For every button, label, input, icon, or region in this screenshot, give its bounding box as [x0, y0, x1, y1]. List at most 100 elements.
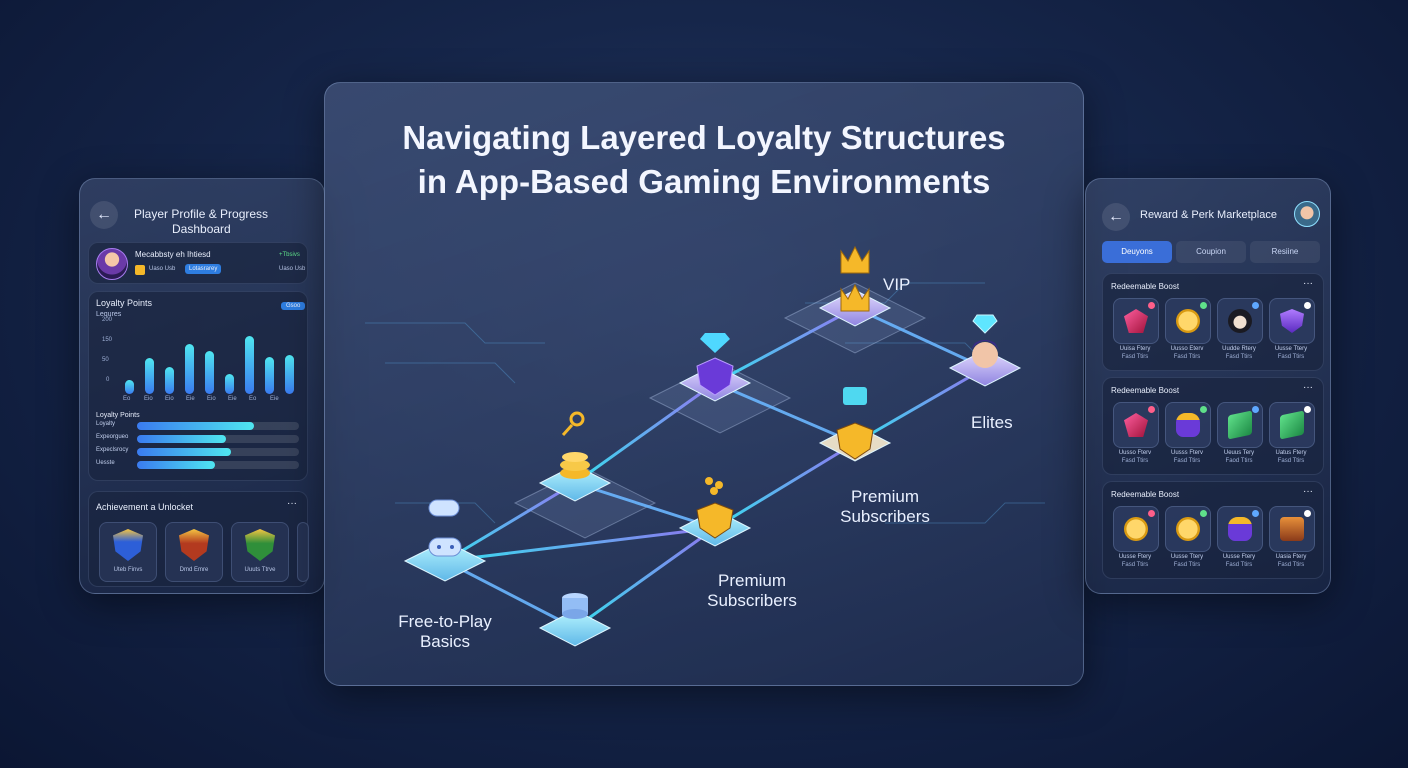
achievement-badge[interactable]: Uteb Finvs — [99, 522, 157, 582]
reward-item[interactable] — [1217, 402, 1263, 448]
elite-avatar-icon — [970, 340, 1000, 368]
achievement-badge[interactable]: Uuuts Ttrve — [231, 522, 289, 582]
reward-item-label: Ueuus Tery — [1223, 450, 1255, 456]
achievement-badge[interactable]: Dmd Emre — [165, 522, 223, 582]
coin-icon — [1176, 309, 1200, 333]
status-dot — [1252, 510, 1259, 517]
reward-item[interactable] — [1113, 402, 1159, 448]
x-tick: Eie — [186, 396, 195, 402]
reward-item-label: Uusss Fterv — [1170, 450, 1203, 456]
back-button[interactable]: ← — [1102, 203, 1130, 231]
tier-label-premium-upper-line2: Subscribers — [840, 507, 930, 526]
more-menu-icon[interactable]: ··· — [1303, 278, 1313, 289]
tier-label-premium-lower-line2: Subscribers — [707, 591, 797, 610]
reward-item[interactable] — [1165, 402, 1211, 448]
profile-sub: Uaso Usb — [149, 266, 176, 272]
status-dot — [1304, 510, 1311, 517]
reward-item-sublabel: Fasd Ttirs — [1277, 354, 1305, 360]
status-dot — [1148, 406, 1155, 413]
coin-stack-icon — [560, 452, 590, 479]
y-tick: 150 — [102, 337, 113, 343]
status-dot — [1148, 510, 1155, 517]
reward-item[interactable] — [1113, 298, 1159, 344]
tier-label-free: Free-to-Play — [398, 612, 492, 631]
tab-resiine[interactable]: Resiine — [1250, 241, 1320, 263]
progress-track — [137, 461, 299, 469]
chart-bar — [285, 355, 294, 394]
chart-filter-button[interactable]: Gsoo — [281, 302, 306, 310]
reward-item[interactable] — [1113, 506, 1159, 552]
x-tick: Eie — [270, 396, 279, 402]
potion-icon — [1228, 517, 1252, 541]
crown-icon — [840, 245, 870, 312]
profile-card[interactable]: Mecabbsty eh Ihtiesd Uaso Usb Lotasrarey… — [88, 242, 308, 284]
section-title: Redeemable Boost — [1111, 282, 1180, 291]
profile-status: +Tbsivs — [279, 252, 300, 258]
reward-item[interactable] — [1269, 506, 1315, 552]
reward-item-sublabel: Fasd Ttirs — [1173, 354, 1201, 360]
x-tick: Eio — [144, 396, 153, 402]
more-menu-icon[interactable]: ··· — [287, 498, 297, 509]
reward-item[interactable] — [1269, 402, 1315, 448]
reward-item-label: Uusse Ftery — [1222, 554, 1256, 560]
potion-icon — [1176, 413, 1200, 437]
progress-label: Uesste — [96, 460, 115, 466]
dashboard-title-line2: Dashboard — [172, 222, 231, 236]
tier-diagram — [365, 245, 1045, 647]
loyalty-structure-panel: Navigating Layered Loyalty Structures in… — [324, 82, 1084, 686]
reward-item-sublabel: Faod Ttirs — [1225, 458, 1253, 464]
gamepad-icon — [428, 499, 460, 517]
tab-coupion[interactable]: Coupion — [1176, 241, 1246, 263]
tier-label-vip: VIP — [883, 275, 911, 294]
reward-item-sublabel: Fasd Ttirs — [1121, 354, 1149, 360]
chart-bar — [185, 343, 194, 394]
chart-bar — [225, 373, 234, 394]
shield-badge-icon — [113, 529, 143, 561]
reward-item-sublabel: Fasd Ttirs — [1225, 354, 1253, 360]
reward-item[interactable] — [1269, 298, 1315, 344]
dashboard-title: Player Profile & Progress — [134, 207, 269, 221]
badge-label: Dmd Emre — [179, 567, 209, 573]
badge-label: Uuuts Ttrve — [244, 567, 276, 573]
chart-title: Loyalty Points — [96, 298, 153, 308]
coins-icon — [705, 477, 723, 495]
tier-label-elites: Elites — [971, 413, 1013, 432]
tab-deuyons[interactable]: Deuyons — [1102, 241, 1172, 263]
more-menu-icon[interactable]: ··· — [1303, 486, 1313, 497]
progress-label: Loyalty — [96, 421, 116, 427]
avatar — [96, 248, 128, 280]
status-dot — [1252, 302, 1259, 309]
reward-item-sublabel: Fasd Ttirs — [1225, 562, 1253, 568]
reward-item-sublabel: Fasd Ttirs — [1173, 562, 1201, 568]
reward-item-label: Uudde Rtery — [1222, 346, 1256, 352]
database-icon — [562, 593, 588, 619]
reward-item[interactable] — [1165, 506, 1211, 552]
reward-item-label: Uusse Ttery — [1170, 554, 1204, 560]
reward-item-label: Uasia Ftery — [1275, 554, 1307, 560]
avatar[interactable] — [1294, 201, 1320, 227]
cash-icon — [1280, 410, 1304, 440]
shield-badge-icon — [245, 529, 275, 561]
y-tick: 200 — [102, 317, 113, 323]
key-icon — [561, 411, 585, 437]
tier-label-free-line2: Basics — [419, 632, 471, 651]
reward-item-label: Uuisa Ftery — [1119, 346, 1151, 352]
badge-label: Uteb Finvs — [113, 567, 143, 573]
reward-item[interactable] — [1165, 298, 1211, 344]
chart-bar — [165, 366, 174, 394]
more-menu-icon[interactable]: ··· — [1303, 382, 1313, 393]
achievement-badge-partial[interactable] — [297, 522, 309, 582]
avatar-icon — [1228, 309, 1252, 333]
status-dot — [1304, 302, 1311, 309]
reward-item-label: Uatus Ftery — [1275, 450, 1307, 456]
x-tick: Eie — [228, 396, 237, 402]
reward-item[interactable] — [1217, 298, 1263, 344]
reward-item[interactable] — [1217, 506, 1263, 552]
bar-chart — [121, 322, 301, 394]
coin-icon — [1176, 517, 1200, 541]
back-button[interactable]: ← — [90, 201, 118, 229]
